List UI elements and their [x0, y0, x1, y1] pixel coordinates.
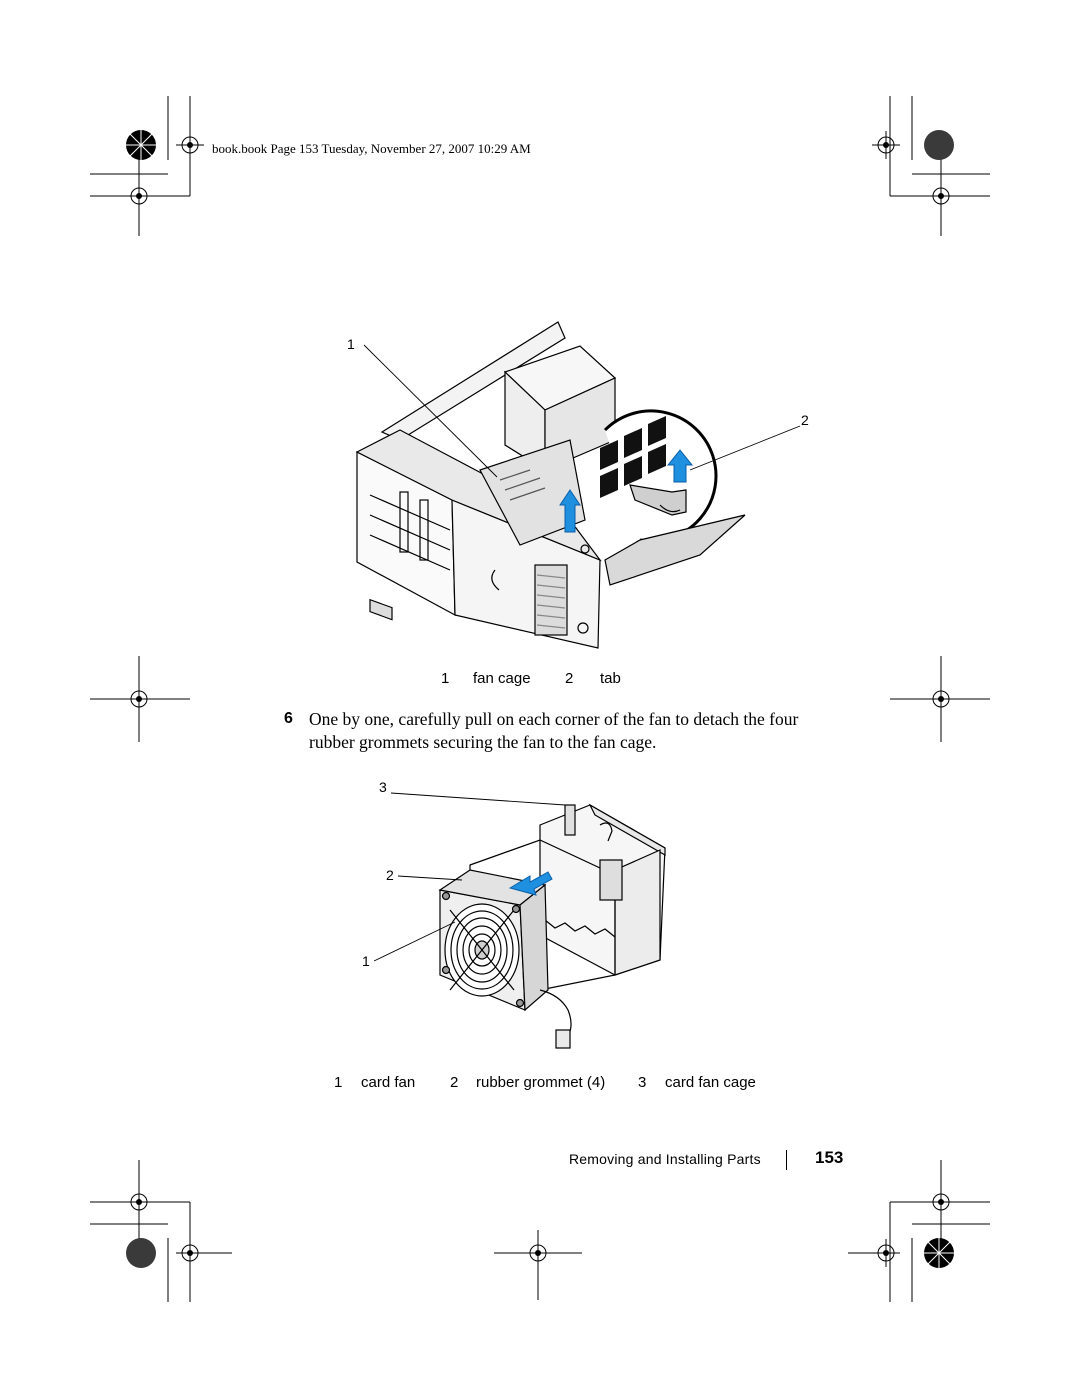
footer-section-title: Removing and Installing Parts [569, 1151, 761, 1167]
legend2-num-1: 1 [334, 1074, 343, 1091]
gray-dot-mark-tr [924, 130, 954, 160]
legend2-num-2: 2 [450, 1074, 459, 1091]
callout-2-fan: 2 [386, 867, 394, 883]
legend-label-fan-cage: fan cage [473, 670, 531, 687]
gray-dot-mark-bl [126, 1238, 156, 1268]
callout-3: 3 [379, 779, 387, 795]
legend2-label-rubber-grommet: rubber grommet (4) [476, 1074, 606, 1091]
callout-1-fan: 1 [362, 953, 370, 969]
legend-num-1: 1 [441, 670, 450, 687]
starburst-mark-tl [126, 130, 156, 160]
footer-separator [786, 1150, 787, 1170]
legend2-label-card-fan: card fan [361, 1074, 416, 1091]
running-head: book.book Page 153 Tuesday, November 27,… [212, 141, 531, 156]
legend-label-tab: tab [600, 670, 621, 687]
step-number: 6 [284, 710, 293, 727]
step-text: One by one, carefully pull on each corne… [309, 709, 799, 752]
legend2-label-card-fan-cage: card fan cage [665, 1074, 756, 1091]
callout-2: 2 [801, 412, 809, 428]
page-number: 153 [815, 1148, 844, 1167]
legend2-num-3: 3 [638, 1074, 647, 1091]
callout-1: 1 [347, 336, 355, 352]
starburst-mark-br [924, 1238, 954, 1268]
legend-num-2: 2 [565, 670, 574, 687]
removal-arrow [508, 871, 553, 896]
